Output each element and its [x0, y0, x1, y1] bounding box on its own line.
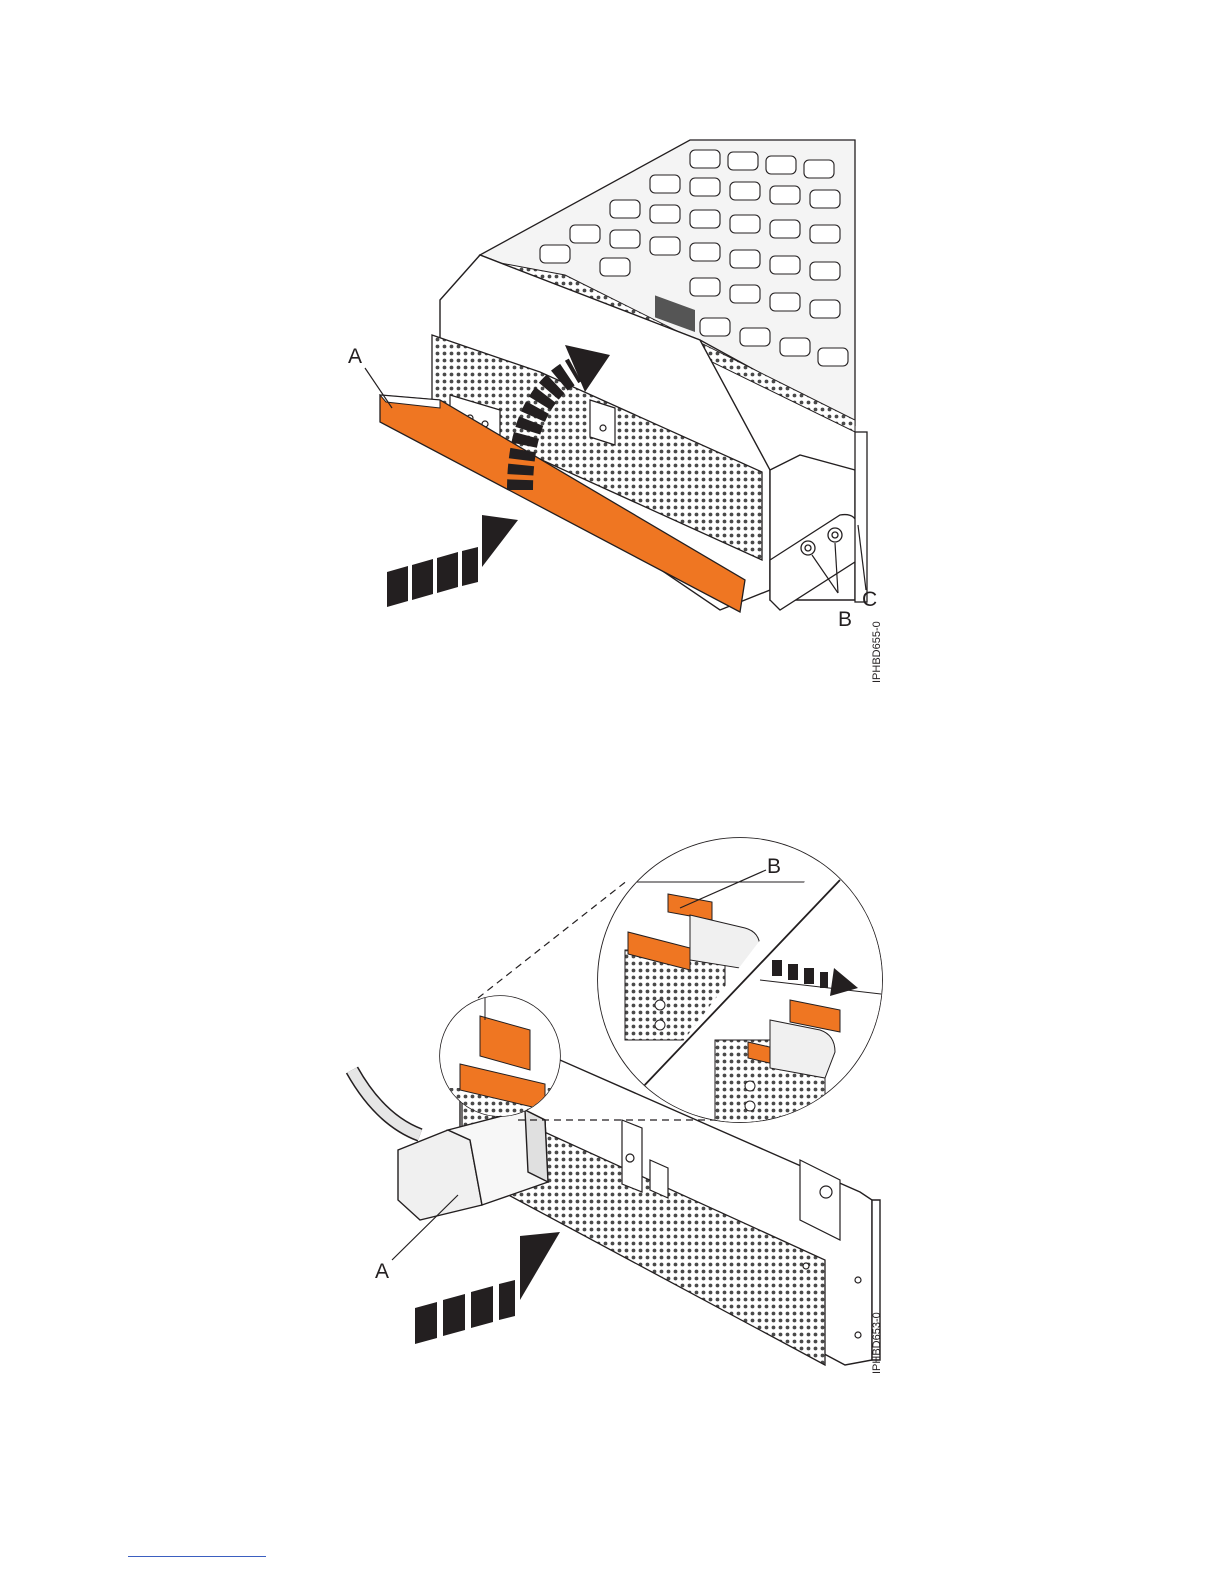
figure1-id: IPHBD655-0: [871, 621, 883, 683]
figure1-label-b: B: [838, 609, 852, 630]
figure2-label-a: A: [375, 1261, 389, 1282]
figure2-label-b: B: [767, 856, 781, 877]
figure1-label-a: A: [348, 346, 362, 367]
footer-link-rule[interactable]: [128, 1556, 266, 1557]
push-arrow: [387, 515, 518, 607]
figure2-id: IPHBD653-0: [871, 1312, 883, 1374]
figure1-label-c: C: [862, 589, 877, 610]
figure-1-illustration: [0, 0, 1224, 700]
figure-2-illustration: [0, 820, 1224, 1400]
push-arrow-2: [415, 1232, 560, 1344]
